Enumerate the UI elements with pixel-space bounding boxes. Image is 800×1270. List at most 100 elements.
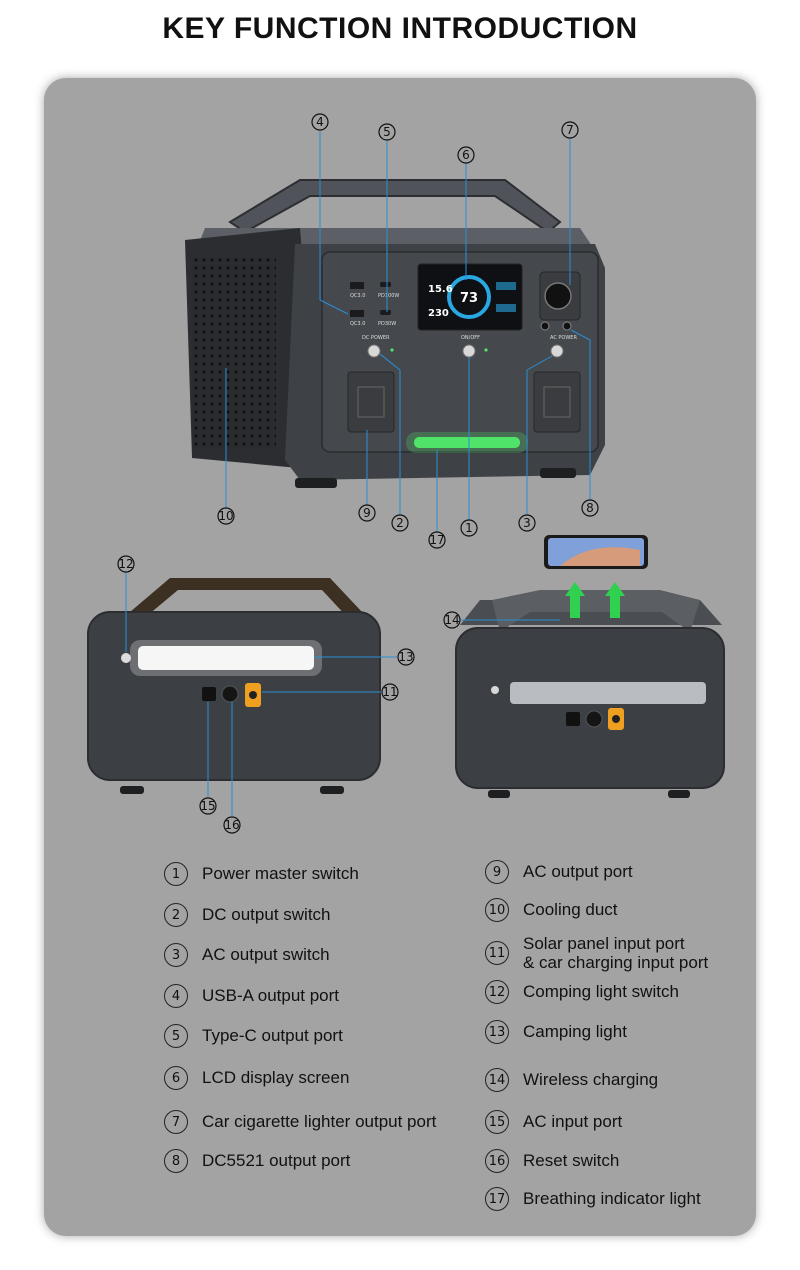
legend-label: USB-A output port [202,986,340,1005]
callout-6: 6 [457,146,475,164]
legend-label: Wireless charging [523,1070,659,1089]
legend-label: Power master switch [202,864,359,883]
callout-14: 14 [443,611,461,629]
legend-item-5: 5 Type-C output port [164,1024,343,1048]
legend-item-13: 13 Camping light [485,1020,627,1044]
type-c-label-1: PD100W [378,293,399,299]
legend-number: 14 [485,1068,509,1092]
callout-9: 9 [358,504,376,522]
callout-17: 17 [428,531,446,549]
svg-text:12: 12 [118,557,133,571]
legend-number: 10 [485,898,509,922]
type-c-port-2 [380,310,391,315]
wireless-view [455,535,725,798]
legend-item-9: 9 AC output port [485,860,633,884]
svg-text:8: 8 [586,501,594,515]
usb-a-port-1 [350,282,364,289]
dc-output-switch [367,344,381,358]
legend-number: 3 [164,943,188,967]
dc-power-label: DC POWER [362,335,390,341]
usb-a-label-2: QC3.0 [350,321,365,327]
legend-label: Camping light [523,1022,627,1041]
lcd-left-value: 15.6 [428,284,453,295]
legend-number: 16 [485,1149,509,1173]
svg-text:15: 15 [200,799,215,813]
svg-text:7: 7 [566,123,574,137]
svg-text:10: 10 [218,509,233,523]
legend-item-7: 7 Car cigarette lighter output port [164,1110,436,1134]
legend-item-8: 8 DC5521 output port [164,1149,350,1173]
ac-outlet-right [533,371,581,433]
svg-text:17: 17 [429,533,444,547]
callout-13: 13 [397,648,415,666]
callout-4: 4 [311,113,329,131]
legend-item-11: 11 Solar panel input port & car charging… [485,934,708,972]
legend-item-3: 3 AC output switch [164,943,330,967]
usb-a-label-1: QC3.0 [350,293,365,299]
dc5521-port-2 [562,321,572,331]
callout-15: 15 [199,797,217,815]
callout-11: 11 [381,683,399,701]
legend-number: 9 [485,860,509,884]
svg-text:9: 9 [363,506,371,520]
callout-1: 1 [460,519,478,537]
legend-number: 4 [164,984,188,1008]
callout-2: 2 [391,514,409,532]
cooling-grille [192,258,276,448]
type-c-port-1 [380,282,391,287]
legend-number: 17 [485,1187,509,1211]
legend-item-17: 17 Breathing indicator light [485,1187,701,1211]
lcd-right-value: 230 [428,308,449,319]
legend-number: 7 [164,1110,188,1134]
usb-a-port-2 [350,310,364,317]
legend-item-15: 15 AC input port [485,1110,622,1134]
type-c-label-2: PD30W [378,321,396,327]
legend-number: 1 [164,862,188,886]
svg-text:14: 14 [444,613,459,627]
ac-output-switch [550,344,564,358]
legend-label: Comping light switch [523,982,679,1001]
legend-item-14: 14 Wireless charging [485,1068,658,1092]
legend-label: Reset switch [523,1151,620,1170]
callout-lines [125,131,591,816]
wireless-arrow-2 [605,582,625,618]
power-master-switch [462,344,476,358]
breathing-light-bar [414,437,520,448]
legend-number: 6 [164,1066,188,1090]
legend-item-10: 10 Cooling duct [485,898,618,922]
callout-8: 8 [581,499,599,517]
legend-label: AC output switch [202,945,330,964]
svg-text:3: 3 [523,516,531,530]
legend-label: DC5521 output port [202,1151,351,1170]
legend-item-2: 2 DC output switch [164,903,331,927]
callout-7: 7 [561,121,579,139]
callout-markers: 1 2 3 4 5 6 7 8 9 10 11 12 13 14 15 16 1… [117,113,599,834]
legend-number: 12 [485,980,509,1004]
callout-5: 5 [378,123,396,141]
legend-number: 13 [485,1020,509,1044]
lcd-screen [417,263,523,331]
camping-light [138,646,314,670]
legend-number: 15 [485,1110,509,1134]
legend-item-1: 1 Power master switch [164,862,359,886]
svg-text:1: 1 [465,521,473,535]
legend-item-12: 12 Comping light switch [485,980,679,1004]
legend-number: 8 [164,1149,188,1173]
reset-switch [221,685,239,703]
legend-label-line1: Solar panel input port [523,934,685,953]
ac-power-label: AC POWER [550,335,577,341]
svg-text:13: 13 [398,650,413,664]
page-title: KEY FUNCTION INTRODUCTION [162,12,638,45]
legend-label: LCD display screen [202,1068,350,1087]
lcd-ring [447,275,491,319]
svg-text:4: 4 [316,115,324,129]
legend-label: DC output switch [202,905,331,924]
legend-label: AC input port [523,1112,623,1131]
svg-text:5: 5 [383,125,391,139]
ac-input-port [202,687,216,701]
camping-light-switch [121,653,131,663]
dc5521-port-1 [540,321,550,331]
legend-number: 2 [164,903,188,927]
svg-text:6: 6 [462,148,470,162]
callout-10: 10 [217,507,235,525]
